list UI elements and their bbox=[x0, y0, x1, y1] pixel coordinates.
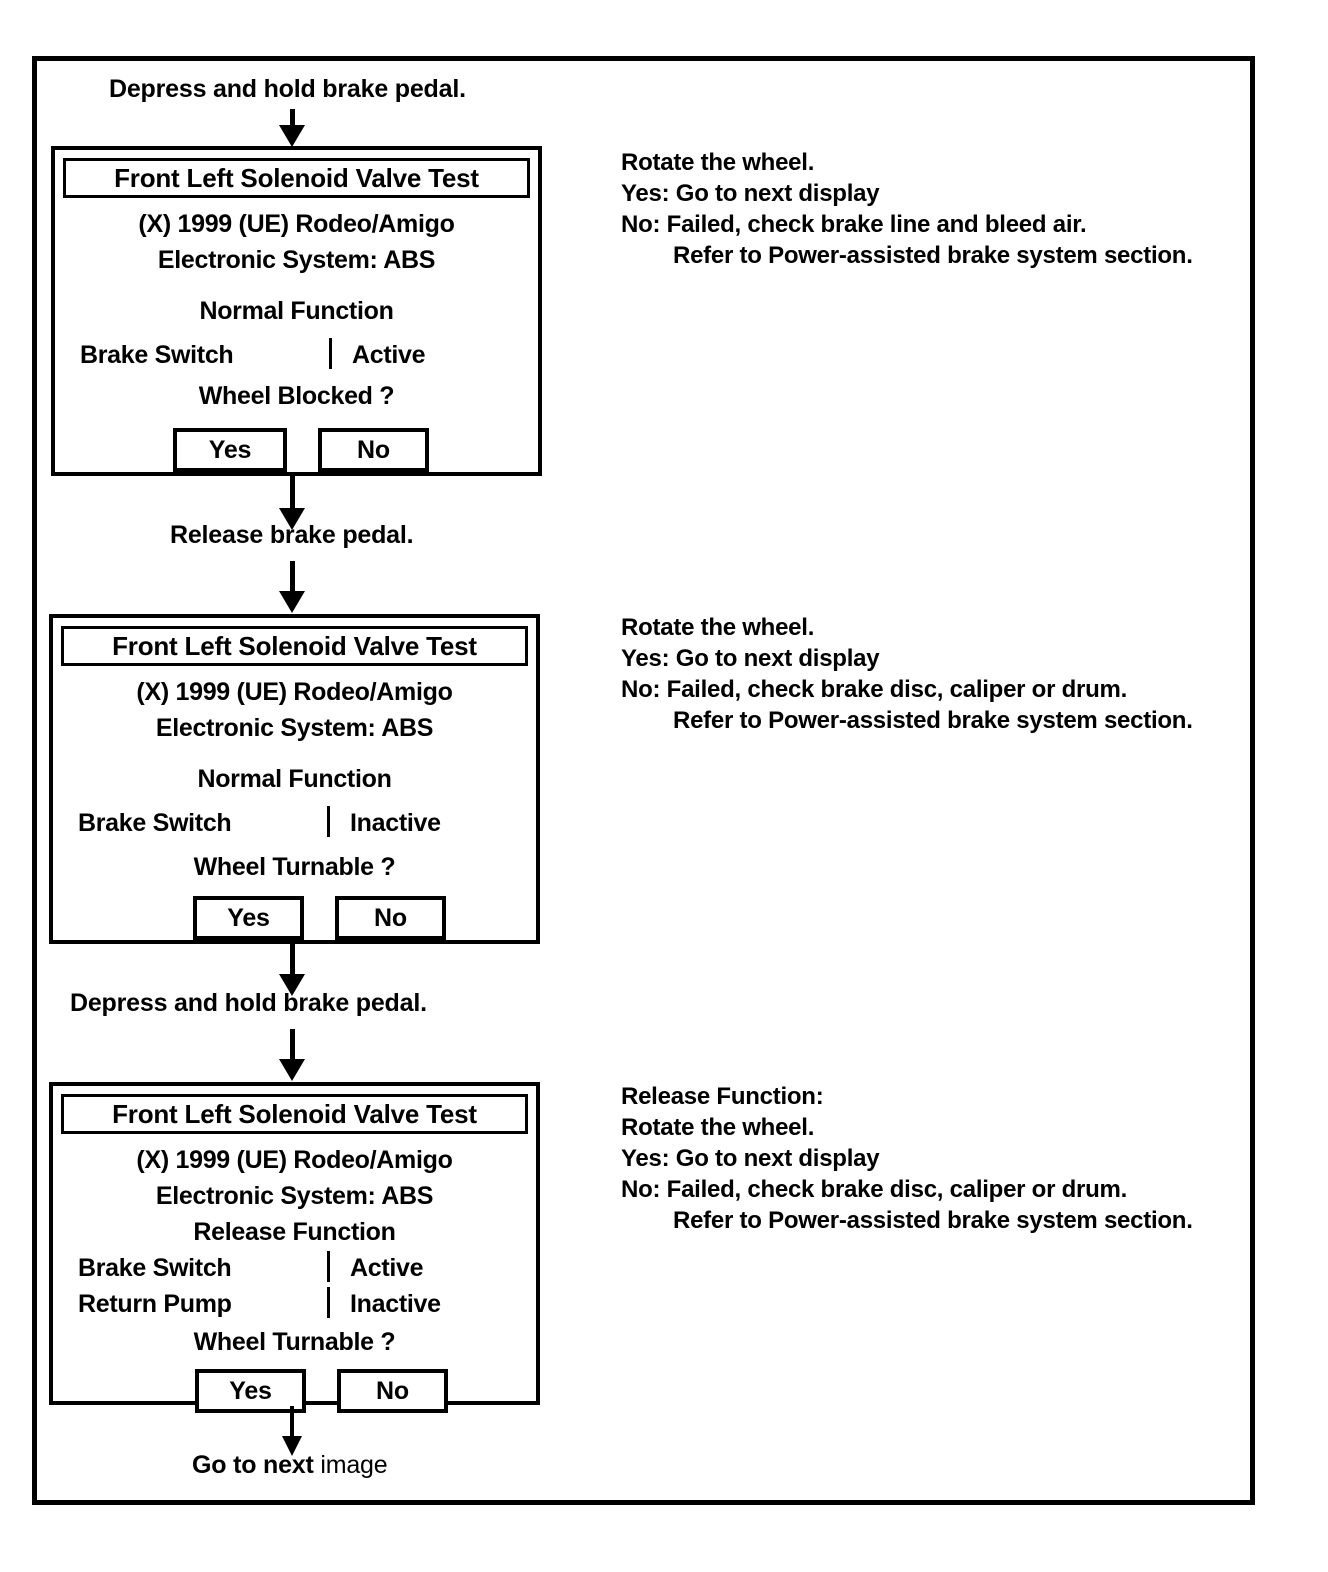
flow-caption-start: Depress and hold brake pedal. bbox=[109, 75, 466, 103]
panel-2-status-divider-1 bbox=[327, 806, 330, 837]
panel-3-no-button[interactable]: No bbox=[337, 1369, 448, 1413]
panel-3-yes-button[interactable]: Yes bbox=[195, 1369, 306, 1413]
panel-1-function-line: Normal Function bbox=[199, 297, 394, 325]
panel-3-question-line: Wheel Turnable ? bbox=[193, 1328, 396, 1356]
panel-2-yes-button[interactable]: Yes bbox=[193, 896, 304, 940]
panel-1-yes-button[interactable]: Yes bbox=[173, 428, 287, 472]
panel-2-system-line: Electronic System: ABS bbox=[155, 714, 434, 742]
panel-1-system-line: Electronic System: ABS bbox=[157, 246, 436, 274]
panel-3-status-divider-1 bbox=[327, 1251, 330, 1282]
note-1-line-2: Yes: Go to next display bbox=[621, 180, 880, 207]
note-3-line-3: Yes: Go to next display bbox=[621, 1145, 880, 1172]
panel-1-no-button[interactable]: No bbox=[318, 428, 429, 472]
flow-caption-end-strong: Go to next bbox=[192, 1451, 314, 1479]
panel-3-status-value-2: Inactive bbox=[350, 1290, 441, 1318]
panel-2-question-line: Wheel Turnable ? bbox=[193, 853, 396, 881]
panel-2-function-line: Normal Function bbox=[197, 765, 392, 793]
arrow-depress-caption-to-panel-3 bbox=[279, 1029, 305, 1083]
panel-3-system-line: Electronic System: ABS bbox=[155, 1182, 434, 1210]
panel-3-status-value-1: Active bbox=[350, 1254, 424, 1282]
panel-1-question-line: Wheel Blocked ? bbox=[198, 382, 395, 410]
panel-1-status-label-1: Brake Switch bbox=[80, 341, 234, 369]
tester-display-panel-2: Front Left Solenoid Valve Test (X) 1999 … bbox=[49, 614, 540, 944]
note-1-line-3: No: Failed, check brake line and bleed a… bbox=[621, 211, 1087, 238]
annotation-note-1: Rotate the wheel. Yes: Go to next displa… bbox=[621, 147, 1193, 271]
tester-display-panel-1: Front Left Solenoid Valve Test (X) 1999 … bbox=[51, 146, 542, 476]
tester-display-panel-3: Front Left Solenoid Valve Test (X) 1999 … bbox=[49, 1082, 540, 1413]
flow-caption-end: Go to next image bbox=[192, 1451, 388, 1479]
arrow-panel-2-to-depress-caption bbox=[279, 944, 305, 998]
diagram-outer-frame: Depress and hold brake pedal. Front Left… bbox=[32, 56, 1255, 1505]
panel-3-status-label-2: Return Pump bbox=[78, 1290, 232, 1318]
note-2-line-3: No: Failed, check brake disc, caliper or… bbox=[621, 676, 1128, 703]
flow-caption-depress-brake-pedal: Depress and hold brake pedal. bbox=[70, 989, 427, 1017]
note-3-line-4: No: Failed, check brake disc, caliper or… bbox=[621, 1176, 1128, 1203]
panel-1-status-value-1: Active bbox=[352, 341, 426, 369]
arrow-start-to-panel-1 bbox=[279, 109, 305, 147]
panel-1-title-bar: Front Left Solenoid Valve Test bbox=[63, 158, 530, 198]
panel-2-status-value-1: Inactive bbox=[350, 809, 441, 837]
note-2-line-4: Refer to Power-assisted brake system sec… bbox=[673, 707, 1193, 734]
note-1-line-4: Refer to Power-assisted brake system sec… bbox=[673, 242, 1193, 269]
note-3-line-5: Refer to Power-assisted brake system sec… bbox=[673, 1207, 1193, 1234]
arrow-panel-1-to-release-caption bbox=[279, 476, 305, 532]
panel-1-vehicle-line: (X) 1999 (UE) Rodeo/Amigo bbox=[138, 210, 455, 238]
flow-caption-release-brake-pedal: Release brake pedal. bbox=[170, 521, 414, 549]
panel-2-vehicle-line: (X) 1999 (UE) Rodeo/Amigo bbox=[136, 678, 453, 706]
flow-caption-end-weak: image bbox=[320, 1451, 388, 1479]
note-2-line-2: Yes: Go to next display bbox=[621, 645, 880, 672]
note-3-line-2: Rotate the wheel. bbox=[621, 1114, 815, 1141]
panel-3-status-label-1: Brake Switch bbox=[78, 1254, 232, 1282]
panel-3-title-bar: Front Left Solenoid Valve Test bbox=[61, 1094, 528, 1134]
panel-2-title-bar: Front Left Solenoid Valve Test bbox=[61, 626, 528, 666]
panel-3-function-line: Release Function bbox=[193, 1218, 396, 1246]
panel-2-status-label-1: Brake Switch bbox=[78, 809, 232, 837]
note-2-line-1: Rotate the wheel. bbox=[621, 614, 815, 641]
annotation-note-2: Rotate the wheel. Yes: Go to next displa… bbox=[621, 612, 1193, 736]
note-1-line-1: Rotate the wheel. bbox=[621, 149, 815, 176]
annotation-note-3: Release Function: Rotate the wheel. Yes:… bbox=[621, 1081, 1193, 1236]
panel-1-status-divider-1 bbox=[329, 338, 332, 369]
note-3-line-1: Release Function: bbox=[621, 1083, 824, 1110]
panel-3-status-divider-2 bbox=[327, 1287, 330, 1318]
arrow-panel-3-to-end-caption bbox=[282, 1406, 302, 1458]
panel-3-vehicle-line: (X) 1999 (UE) Rodeo/Amigo bbox=[136, 1146, 453, 1174]
arrow-release-caption-to-panel-2 bbox=[279, 561, 305, 615]
panel-2-no-button[interactable]: No bbox=[335, 896, 446, 940]
